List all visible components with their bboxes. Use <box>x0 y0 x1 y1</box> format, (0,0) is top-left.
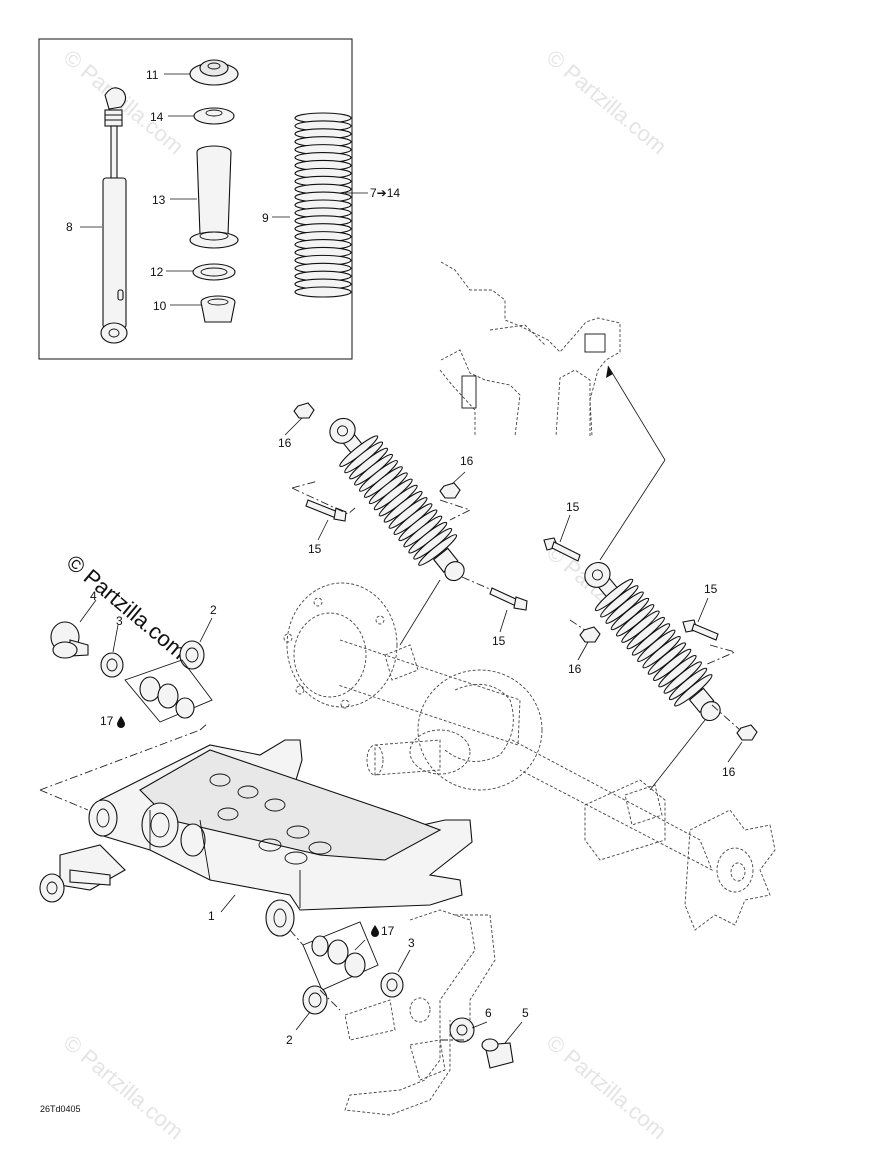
bearing-part-2-lower[interactable] <box>302 985 328 1015</box>
watermark: © Partzilla.com <box>59 1030 189 1144</box>
swing-arm-part-1[interactable] <box>88 739 473 937</box>
callout-15: 15 <box>492 634 506 648</box>
callout-labels: 11 14 13 8 9 7➔14 12 10 16 16 15 15 15 1… <box>66 68 736 1047</box>
watermark: © Partzilla.com <box>542 1030 672 1144</box>
callout-10: 10 <box>153 299 167 313</box>
lower-frame <box>344 909 496 1116</box>
callout-17: 17 <box>100 714 114 728</box>
seal-part-3-upper[interactable] <box>100 652 124 678</box>
callout-3: 3 <box>408 936 415 950</box>
shock-assembly-left[interactable] <box>316 407 479 594</box>
nut-part-16-a[interactable] <box>293 402 315 419</box>
callout-3: 3 <box>116 614 123 628</box>
retainer-part-14[interactable] <box>193 107 235 125</box>
shock-eye <box>329 417 356 444</box>
bolt-part-15-b[interactable] <box>489 587 528 611</box>
cap-part-4[interactable] <box>50 621 89 659</box>
callout-5: 5 <box>522 1006 529 1020</box>
diagram-code: 26Td0405 <box>40 1104 81 1114</box>
callout-16: 16 <box>568 662 582 676</box>
seal-part-3-lower[interactable] <box>380 972 404 998</box>
callout-14: 14 <box>150 110 164 124</box>
shock-absorber-part-8[interactable] <box>100 87 128 344</box>
rear-axle-housing <box>283 582 776 931</box>
bushing-part-10[interactable] <box>200 295 236 323</box>
washer-part-12[interactable] <box>192 263 236 281</box>
spring-coil <box>674 674 713 707</box>
shock-assembly-right[interactable] <box>571 550 734 733</box>
shock-lower-eye <box>444 561 465 582</box>
inset-frame <box>38 38 353 360</box>
bearing-part-2-upper[interactable] <box>179 640 205 670</box>
needle-bearing-kit-lower <box>302 921 379 991</box>
callout-11: 11 <box>146 68 159 82</box>
callout-2: 2 <box>210 603 217 617</box>
nut-part-16-c[interactable] <box>579 626 601 643</box>
shock-lower-eye <box>700 701 721 722</box>
spring-coil <box>418 534 458 566</box>
assembly-lines <box>39 365 741 1041</box>
nut-part-16-b[interactable] <box>439 482 461 499</box>
coil-spring-part-9[interactable] <box>294 112 352 298</box>
needle-bearing-kit-upper <box>124 659 213 723</box>
nut-part-16-d[interactable] <box>736 724 758 741</box>
frame-bracket <box>439 261 621 437</box>
callout-6: 6 <box>485 1006 492 1020</box>
spring-coil <box>294 286 352 298</box>
callout-leaders <box>79 417 743 1044</box>
bolt-part-15-d[interactable] <box>682 619 719 641</box>
washer-part-6[interactable] <box>449 1017 475 1043</box>
callout-12: 12 <box>150 265 164 279</box>
callout-7-to-14: 7➔14 <box>370 186 400 200</box>
bolt-part-15-c[interactable] <box>543 537 581 562</box>
callout-2: 2 <box>286 1033 293 1047</box>
sleeve-part-13[interactable] <box>189 145 239 249</box>
callout-16: 16 <box>278 436 292 450</box>
driveshaft-yoke <box>39 844 126 903</box>
spring-seat-part-11[interactable] <box>189 59 239 86</box>
callout-13: 13 <box>152 193 166 207</box>
grease-drop-icon <box>371 925 379 937</box>
callout-16: 16 <box>722 765 736 779</box>
callout-16: 16 <box>460 454 474 468</box>
callout-1: 1 <box>208 909 215 923</box>
callout-17: 17 <box>381 924 395 938</box>
callout-15: 15 <box>566 500 580 514</box>
callout-15: 15 <box>308 542 322 556</box>
bolt-part-15-a[interactable] <box>305 499 347 522</box>
inset-leaders <box>80 73 368 306</box>
shock-eye <box>584 561 611 588</box>
shock-eye-hole <box>591 569 603 581</box>
grease-drop-icon <box>117 716 125 728</box>
callout-15: 15 <box>704 582 718 596</box>
shock-eye-hole <box>337 425 348 437</box>
callout-9: 9 <box>262 211 269 225</box>
watermark: © Partzilla.com <box>542 45 672 159</box>
callout-4: 4 <box>90 589 97 603</box>
bushing-part-5[interactable] <box>481 1038 514 1069</box>
callout-8: 8 <box>66 220 73 234</box>
watermarks: © Partzilla.com © Partzilla.com © Partzi… <box>59 45 672 1144</box>
